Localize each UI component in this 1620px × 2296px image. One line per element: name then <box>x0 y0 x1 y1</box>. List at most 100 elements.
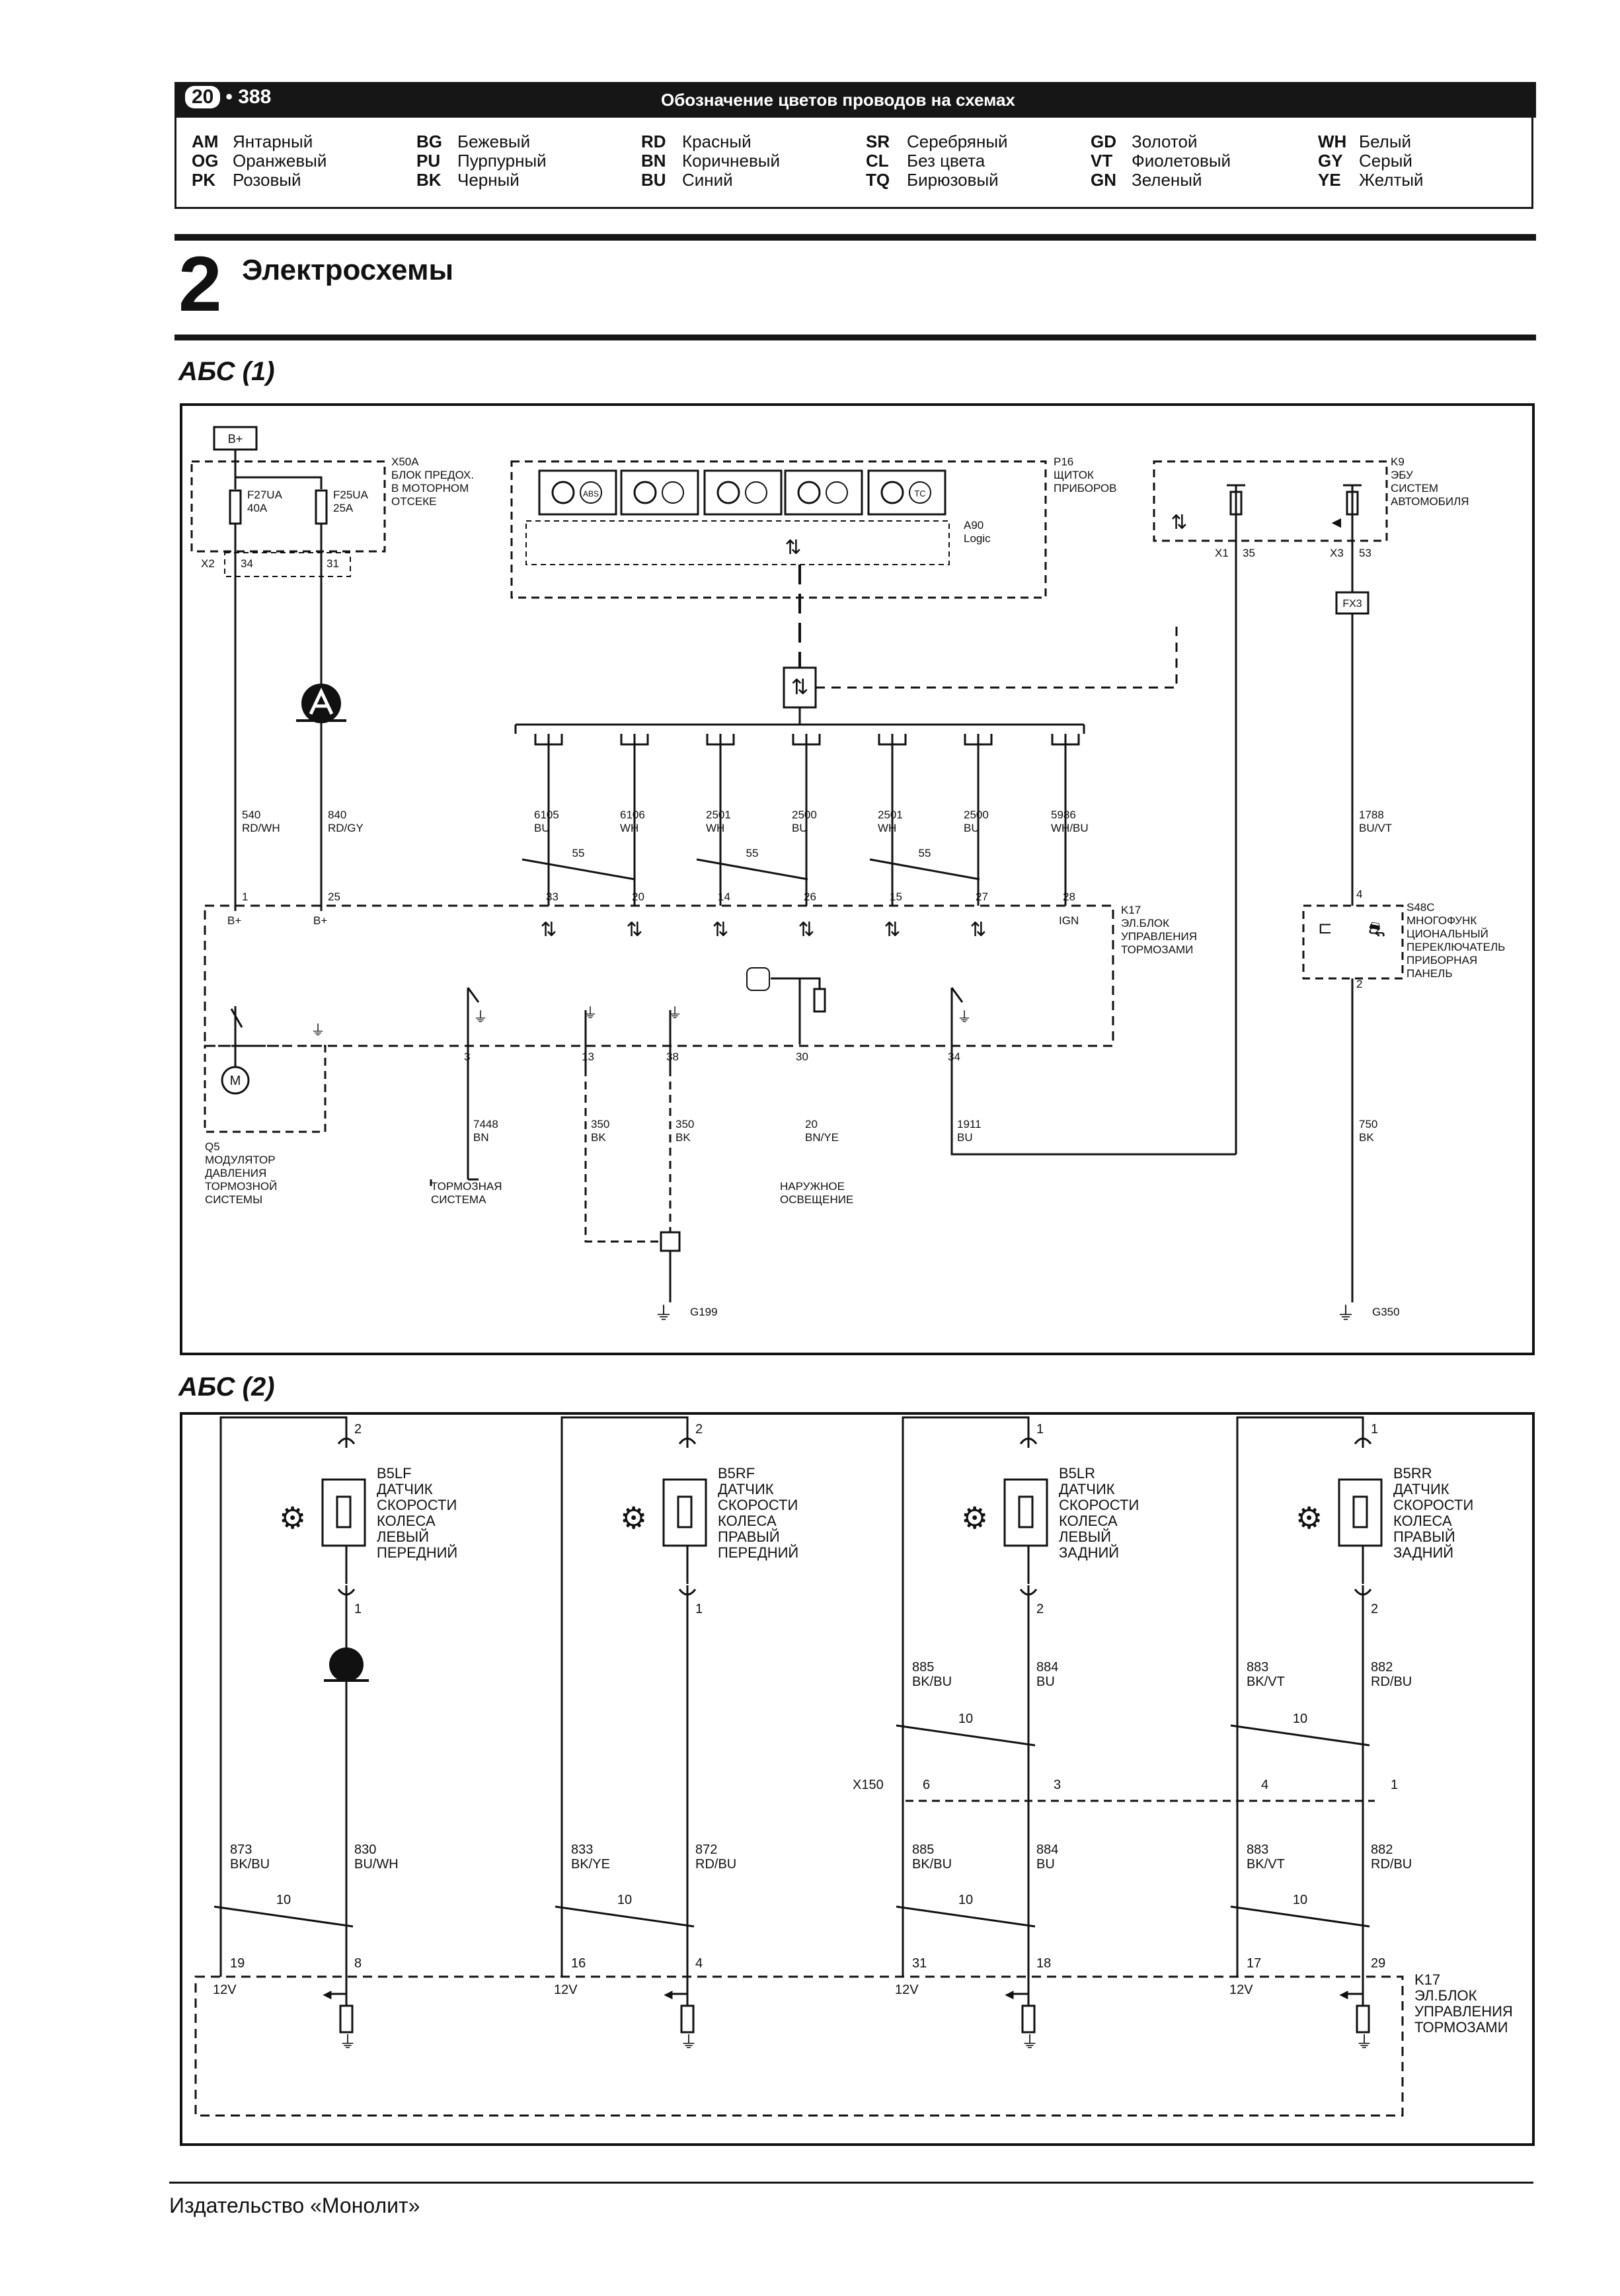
bulb-icon <box>551 481 575 504</box>
bus-wire-color: BU <box>964 822 980 834</box>
sensor-top-pin: 1 <box>1371 1422 1378 1437</box>
gear-icon: ⚙ <box>620 1501 647 1535</box>
v12-label: 12V <box>554 1983 578 1997</box>
a90-l1: Logic <box>964 532 991 545</box>
legend-color-name: Бирюзовый <box>907 170 999 190</box>
sensor-id: B5LF <box>377 1465 412 1482</box>
legend-color-name: Серебряный <box>907 132 1008 151</box>
legend-color-name: Белый <box>1359 132 1412 151</box>
p16-cluster <box>510 460 1047 599</box>
x150-pin1: 1 <box>1391 1778 1398 1792</box>
x2-label: X2 <box>201 557 215 570</box>
legend-color-name: Янтарный <box>233 132 313 151</box>
k17-left-pin: 19 <box>230 1956 245 1971</box>
lower-right-color: BU <box>1036 1857 1055 1872</box>
sensor-desc: ЗАДНИЙ <box>1059 1544 1119 1561</box>
twist-marker <box>1230 1905 1370 1928</box>
warning-symbol-icon <box>662 481 684 504</box>
section-title: Электросхемы <box>242 254 454 286</box>
lower-left-color: BK/YE <box>571 1857 610 1872</box>
legend-color-name: Желтый <box>1359 170 1424 190</box>
sensor-desc: СКОРОСТИ <box>377 1497 457 1513</box>
ext-light-l0: НАРУЖНОЕ <box>780 1180 845 1193</box>
traction-icon: ⛐ <box>1368 919 1385 941</box>
bus-wire-pin: 33 <box>546 891 559 903</box>
k17-right-pin: 8 <box>354 1956 362 1971</box>
x50a-l1: БЛОК ПРЕДОХ. <box>391 469 474 481</box>
ground-icon: ⏚ <box>473 1009 488 1025</box>
bus-wire-pin: 14 <box>718 891 730 903</box>
twist-marker <box>696 858 808 881</box>
v12-label: 12V <box>1229 1983 1253 1997</box>
header-frame <box>174 82 1533 209</box>
resistor-icon <box>339 2004 354 2034</box>
bus-wire-num: 2500 <box>792 809 817 821</box>
x3-pin: 53 <box>1359 547 1371 559</box>
header-bar <box>174 82 1536 118</box>
k9-l2: СИСТЕМ <box>1391 482 1438 495</box>
diagram1-title: АБС (1) <box>178 357 275 386</box>
q5-l2: ДАВЛЕНИЯ <box>205 1167 266 1179</box>
twist-marker <box>896 1724 1036 1747</box>
g199-splice <box>660 1231 681 1252</box>
tc-icon-label: TC <box>914 489 925 498</box>
bus-wire-num: 6105 <box>534 809 559 821</box>
footer-rule <box>169 2182 1533 2184</box>
wheel-sensors: ⚙21B5LFДАТЧИКСКОРОСТИКОЛЕСАЛЕВЫЙПЕРЕДНИЙ… <box>213 1416 1473 2052</box>
legend-code: GN <box>1091 170 1116 190</box>
k17-module <box>204 904 1114 1047</box>
upper-right-color: BU <box>1036 1675 1055 1689</box>
s48c-l3: ПЕРЕКЛЮЧАТЕЛЬ <box>1407 941 1505 953</box>
upper-left-num: 883 <box>1247 1660 1268 1675</box>
k17-pin: 30 <box>796 1050 808 1063</box>
x2-pin34: 34 <box>241 557 253 570</box>
x150-pin6: 6 <box>923 1778 930 1792</box>
bottom-wire-num: 7448 <box>473 1118 498 1130</box>
gateway-arrow-icon: ⇅ <box>791 675 809 699</box>
q5-ground-icon: ⏚ <box>311 1022 325 1039</box>
bottom-wire-color: BK <box>675 1131 691 1144</box>
w540-color: RD/WH <box>242 822 280 834</box>
legend-code: VT <box>1091 151 1113 171</box>
gear-icon: ⚙ <box>1295 1501 1323 1535</box>
brake-sys-l1: СИСТЕМА <box>431 1193 486 1206</box>
upper-right-color: RD/BU <box>1371 1675 1412 1689</box>
sensor-coil-icon <box>677 1495 693 1528</box>
legend-code: PU <box>416 151 441 171</box>
k17-pin: 34 <box>948 1050 960 1063</box>
lower-right-num: 830 <box>354 1842 376 1857</box>
sensor-id: B5LR <box>1059 1465 1095 1482</box>
pin1-label: 1 <box>242 891 248 903</box>
bulb-icon <box>633 481 657 504</box>
sensor-top-pin: 1 <box>1036 1422 1044 1437</box>
bus-wire-color: WH <box>878 822 896 834</box>
brake-sys-l0: ТОРМОЗНАЯ <box>431 1180 502 1193</box>
twist-marker <box>213 1905 354 1928</box>
k17-module-2 <box>194 1975 1404 2117</box>
x150-pin4: 4 <box>1261 1778 1268 1792</box>
sensor-desc: КОЛЕСА <box>377 1513 436 1529</box>
w750-color: BK <box>1359 1131 1374 1144</box>
sensor-desc: ПЕРЕДНИЙ <box>377 1544 457 1561</box>
legend-color-name: Без цвета <box>907 151 985 171</box>
upper-right-num: 884 <box>1036 1660 1058 1675</box>
section-rule-top <box>174 234 1536 241</box>
a90-l0: A90 <box>964 519 984 532</box>
legend-color-name: Коричневый <box>682 151 780 171</box>
bplus-label: B+ <box>228 432 243 446</box>
lower-right-num: 884 <box>1036 1842 1058 1857</box>
legend-color-name: Зеленый <box>1132 170 1202 190</box>
sensor-bottom-pin: 1 <box>354 1602 362 1616</box>
resistor-icon <box>1021 2004 1036 2034</box>
